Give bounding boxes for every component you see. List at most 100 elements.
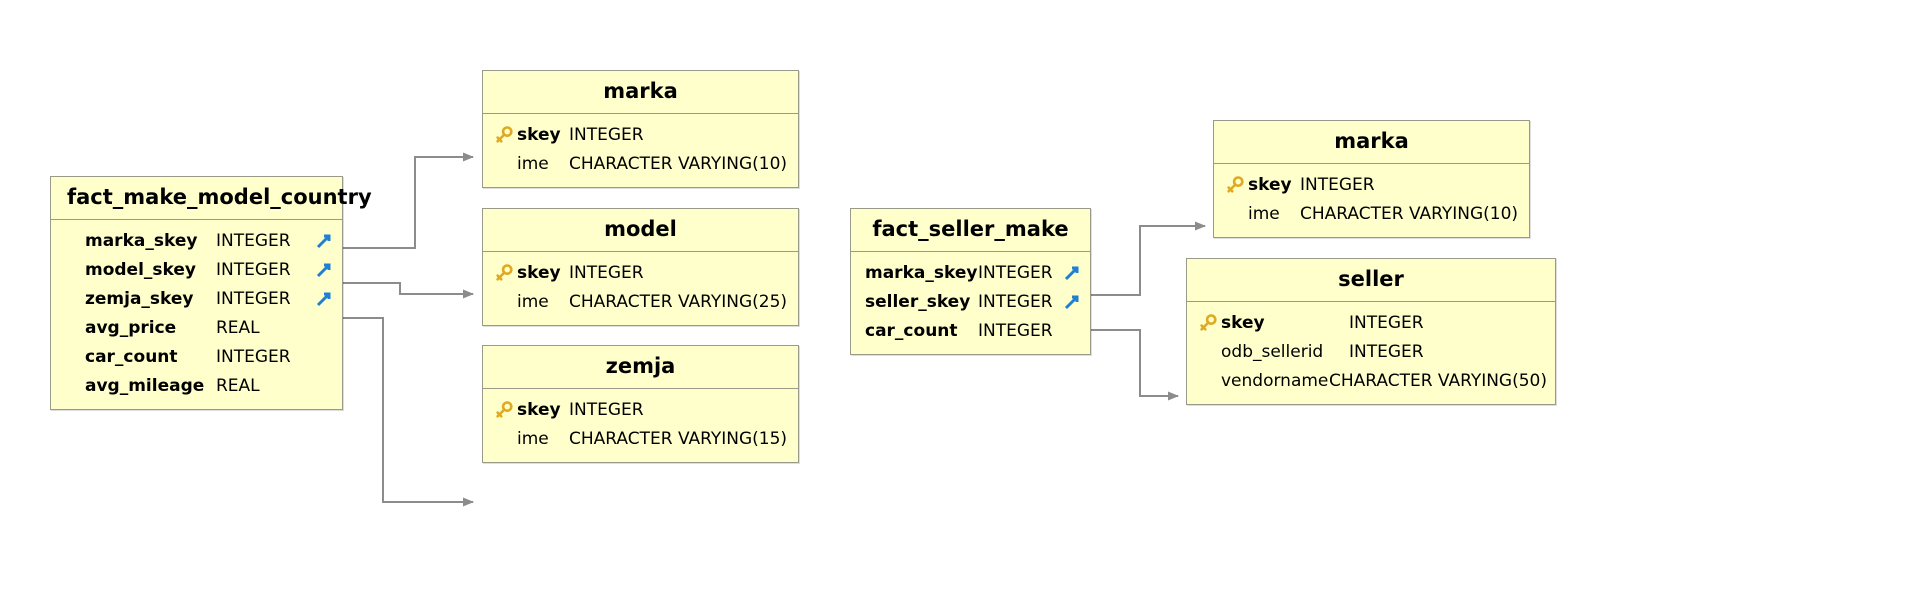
column-name: avg_mileage [85,375,205,396]
column-name: avg_price [85,317,177,338]
column-name: car_count [865,320,958,341]
column-icon-none [1195,341,1221,363]
connector-fmmc-model [343,282,474,299]
column-name: car_count [85,346,178,367]
column-name: skey [517,399,561,420]
entity-columns: skey INTEGER ime CHARACTER VARYING(10) [483,114,798,187]
table-row[interactable]: avg_mileage REAL [51,371,342,400]
entity-model[interactable]: model skey INTEGER ime CHARACTER VARYING… [482,208,799,327]
entity-title: model [483,209,798,253]
column-icon-none [59,375,85,397]
fk-arrow-icon [314,289,334,309]
column-type: INTEGER [1349,341,1424,362]
column-type: INTEGER [978,291,1053,312]
column-type: CHARACTER VARYING(15) [569,428,788,449]
column-name: marka_skey [865,262,978,283]
table-row[interactable]: ime CHARACTER VARYING(25) [483,287,798,316]
column-icon-none [491,428,517,450]
entity-title: zemja [483,346,798,390]
key-icon [1222,174,1248,196]
table-row[interactable]: skey INTEGER [1214,170,1529,199]
entity-columns: skey INTEGER ime CHARACTER VARYING(25) [483,252,798,325]
column-type: CHARACTER VARYING(25) [569,291,788,312]
key-icon [491,262,517,284]
entity-title: seller [1187,259,1555,303]
column-type: CHARACTER VARYING(50) [1328,370,1547,391]
column-icon-none [1195,370,1221,392]
fk-arrow-icon [1062,292,1082,312]
column-name: model_skey [85,259,196,280]
column-name: ime [1248,203,1280,224]
fk-arrow-icon [1062,263,1082,283]
connector-fmmc-zemja [343,317,474,507]
column-icon-none [59,288,85,310]
column-type: REAL [216,317,260,338]
table-row[interactable]: skey INTEGER [1187,308,1555,337]
column-name: skey [517,124,561,145]
table-row[interactable]: car_count INTEGER [51,342,342,371]
column-type: INTEGER [978,262,1053,283]
column-icon-none [59,346,85,368]
table-row[interactable]: car_count INTEGER [851,316,1090,345]
column-icon-none [59,317,85,339]
column-name: skey [1221,312,1265,333]
entity-title: marka [483,71,798,115]
fk-arrow-icon [314,260,334,280]
column-type: INTEGER [216,259,291,280]
column-name: vendorname [1221,370,1329,391]
entity-zemja[interactable]: zemja skey INTEGER ime CHARACTER VARYING… [482,345,799,464]
column-type: INTEGER [1349,312,1424,333]
entity-title: fact_make_model_country [51,177,372,221]
column-type: INTEGER [216,230,291,251]
table-row[interactable]: model_skey INTEGER [51,255,342,284]
connector-fsm-seller [1091,329,1179,401]
table-row[interactable]: marka_skey INTEGER [51,226,342,255]
column-name: skey [1248,174,1292,195]
entity-columns: skey INTEGER ime CHARACTER VARYING(15) [483,389,798,462]
column-name: skey [517,262,561,283]
table-row[interactable]: marka_skey INTEGER [851,258,1090,287]
column-type: INTEGER [569,124,644,145]
table-row[interactable]: ime CHARACTER VARYING(10) [1214,199,1529,228]
table-row[interactable]: zemja_skey INTEGER [51,284,342,313]
table-row[interactable]: vendorname CHARACTER VARYING(50) [1187,366,1555,395]
table-row[interactable]: skey INTEGER [483,120,798,149]
entity-columns: marka_skey INTEGER seller_skey INTEGER c… [851,252,1090,354]
column-type: INTEGER [569,399,644,420]
column-name: ime [517,153,549,174]
column-type: INTEGER [216,288,291,309]
table-row[interactable]: skey INTEGER [483,258,798,287]
column-type: INTEGER [216,346,291,367]
key-icon [491,124,517,146]
entity-marka-right[interactable]: marka skey INTEGER ime CHARACTER VARYING… [1213,120,1530,239]
table-row[interactable]: ime CHARACTER VARYING(15) [483,424,798,453]
entity-marka-left[interactable]: marka skey INTEGER ime CHARACTER VARYING… [482,70,799,189]
table-row[interactable]: skey INTEGER [483,395,798,424]
entity-fact-seller-make[interactable]: fact_seller_make marka_skey INTEGER sell… [850,208,1091,356]
column-icon-none [491,153,517,175]
entity-title: marka [1214,121,1529,165]
column-icon-none [59,230,85,252]
table-row[interactable]: ime CHARACTER VARYING(10) [483,149,798,178]
column-type: CHARACTER VARYING(10) [1300,203,1519,224]
column-icon-none [491,291,517,313]
column-name: ime [517,291,549,312]
entity-columns: skey INTEGER odb_sellerid INTEGER vendor… [1187,302,1555,404]
entity-columns: skey INTEGER ime CHARACTER VARYING(10) [1214,164,1529,237]
column-type: REAL [216,375,260,396]
column-name: zemja_skey [85,288,194,309]
column-name: marka_skey [85,230,198,251]
column-name: ime [517,428,549,449]
entity-title: fact_seller_make [851,209,1090,253]
table-row[interactable]: seller_skey INTEGER [851,287,1090,316]
column-icon-none [1222,203,1248,225]
entity-seller[interactable]: seller skey INTEGER odb_sellerid INTEGER [1186,258,1556,406]
entity-columns: marka_skey INTEGER model_skey INTEGER ze… [51,220,342,409]
table-row[interactable]: avg_price REAL [51,313,342,342]
key-icon [491,399,517,421]
table-row[interactable]: odb_sellerid INTEGER [1187,337,1555,366]
entity-fact-make-model-country[interactable]: fact_make_model_country marka_skey INTEG… [50,176,372,411]
fk-arrow-icon [314,231,334,251]
column-type: INTEGER [1300,174,1375,195]
